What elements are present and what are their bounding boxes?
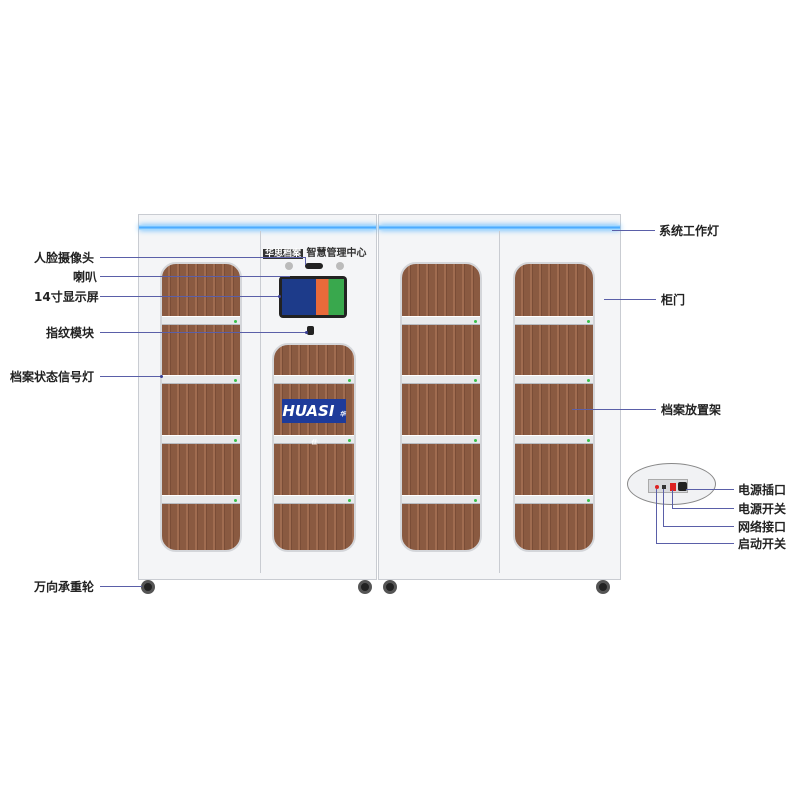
glass-door-window[interactable]: [272, 343, 356, 552]
archive-shelf: [274, 375, 354, 384]
glass-door-window[interactable]: [513, 262, 595, 552]
fingerprint-module[interactable]: [307, 326, 314, 335]
status-led-icon: [234, 320, 237, 323]
status-led-icon: [474, 499, 477, 502]
control-header: 华思档案 智慧管理中心: [263, 244, 373, 260]
archive-shelf: [402, 435, 480, 444]
label-caster: 万向承重轮: [34, 580, 95, 594]
status-led-icon: [587, 379, 590, 382]
archive-shelf: [162, 375, 240, 384]
archive-shelf: [402, 495, 480, 504]
archive-shelf: [515, 435, 593, 444]
door-logo: HUASI 华仕: [282, 399, 346, 446]
caster-wheel: [358, 580, 372, 594]
label-power-switch: 电源开关: [738, 502, 787, 516]
archive-shelf: [274, 495, 354, 504]
archive-shelf: [515, 316, 593, 325]
system-light-strip: [139, 225, 376, 230]
label-fingerprint: 指纹模块: [46, 326, 95, 340]
archive-shelf: [162, 435, 240, 444]
speaker-icon: [336, 262, 344, 270]
status-led-icon: [348, 439, 351, 442]
label-status-light: 档案状态信号灯: [10, 370, 95, 384]
network-port[interactable]: [662, 485, 666, 489]
label-start-switch: 启动开关: [738, 537, 787, 551]
archive-shelf: [402, 375, 480, 384]
status-led-icon: [348, 379, 351, 382]
power-panel: [648, 479, 688, 493]
status-led-icon: [587, 439, 590, 442]
label-speaker: 喇叭: [73, 270, 98, 284]
label-shelf: 档案放置架: [661, 403, 722, 417]
archive-shelf: [402, 316, 480, 325]
status-led-icon: [474, 439, 477, 442]
status-led-icon: [234, 439, 237, 442]
status-led-icon: [234, 499, 237, 502]
header-title: 智慧管理中心: [306, 248, 367, 259]
logo-text: HUASI: [282, 402, 335, 420]
caster-wheel: [596, 580, 610, 594]
caster-wheel: [383, 580, 397, 594]
archive-shelf: [515, 375, 593, 384]
brand-logo: 华思档案: [263, 249, 304, 259]
power-socket[interactable]: [678, 482, 687, 491]
system-light-strip: [379, 225, 620, 230]
status-led-icon: [587, 320, 590, 323]
archive-shelf: [274, 435, 354, 444]
label-display: 14寸显示屏: [34, 290, 99, 304]
label-face-camera: 人脸摄像头: [34, 251, 95, 265]
label-system-light: 系统工作灯: [659, 224, 720, 238]
status-led-icon: [474, 379, 477, 382]
glass-door-window[interactable]: [160, 262, 242, 552]
archive-shelf: [162, 495, 240, 504]
face-camera-icon: [305, 263, 323, 269]
archive-shelf: [162, 316, 240, 325]
label-network-port: 网络接口: [738, 520, 787, 534]
speaker-icon: [285, 262, 293, 270]
glass-door-window[interactable]: [400, 262, 482, 552]
label-door: 柜门: [661, 293, 686, 307]
start-switch[interactable]: [655, 485, 659, 489]
touch-screen[interactable]: [279, 276, 347, 318]
label-power-socket: 电源插口: [738, 483, 787, 497]
status-led-icon: [587, 499, 590, 502]
archive-shelf: [515, 495, 593, 504]
caster-wheel: [141, 580, 155, 594]
status-led-icon: [234, 379, 237, 382]
status-led-icon: [348, 499, 351, 502]
status-led-icon: [474, 320, 477, 323]
power-switch[interactable]: [670, 483, 676, 491]
